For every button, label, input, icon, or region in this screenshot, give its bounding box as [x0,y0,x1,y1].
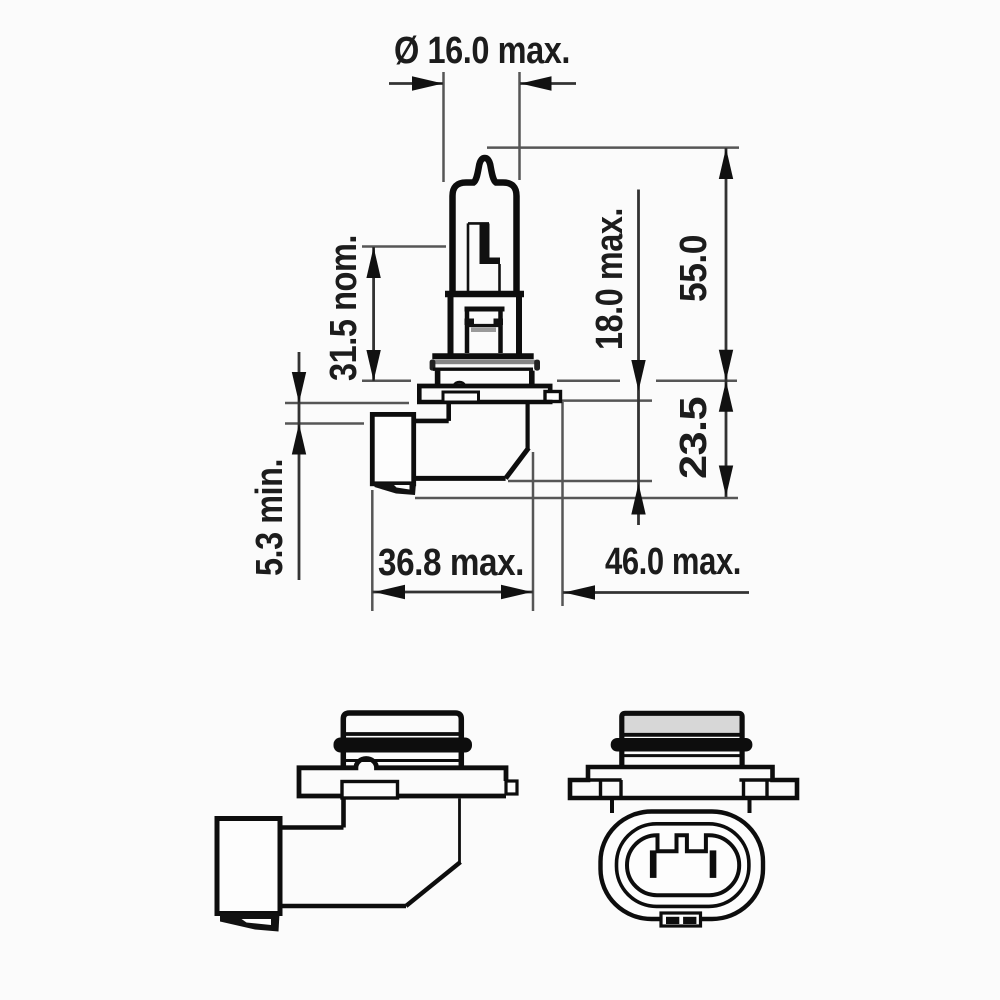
svg-text:46.0 max.: 46.0 max. [605,541,741,583]
svg-text:Ø 16.0 max.: Ø 16.0 max. [394,30,570,72]
svg-text:23.5: 23.5 [673,397,715,479]
svg-text:36.8 max.: 36.8 max. [378,542,524,584]
svg-text:31.5 nom.: 31.5 nom. [323,235,365,381]
svg-text:18.0 max.: 18.0 max. [589,208,631,350]
svg-text:55.0: 55.0 [673,235,715,302]
svg-text:5.3 min.: 5.3 min. [249,459,291,576]
